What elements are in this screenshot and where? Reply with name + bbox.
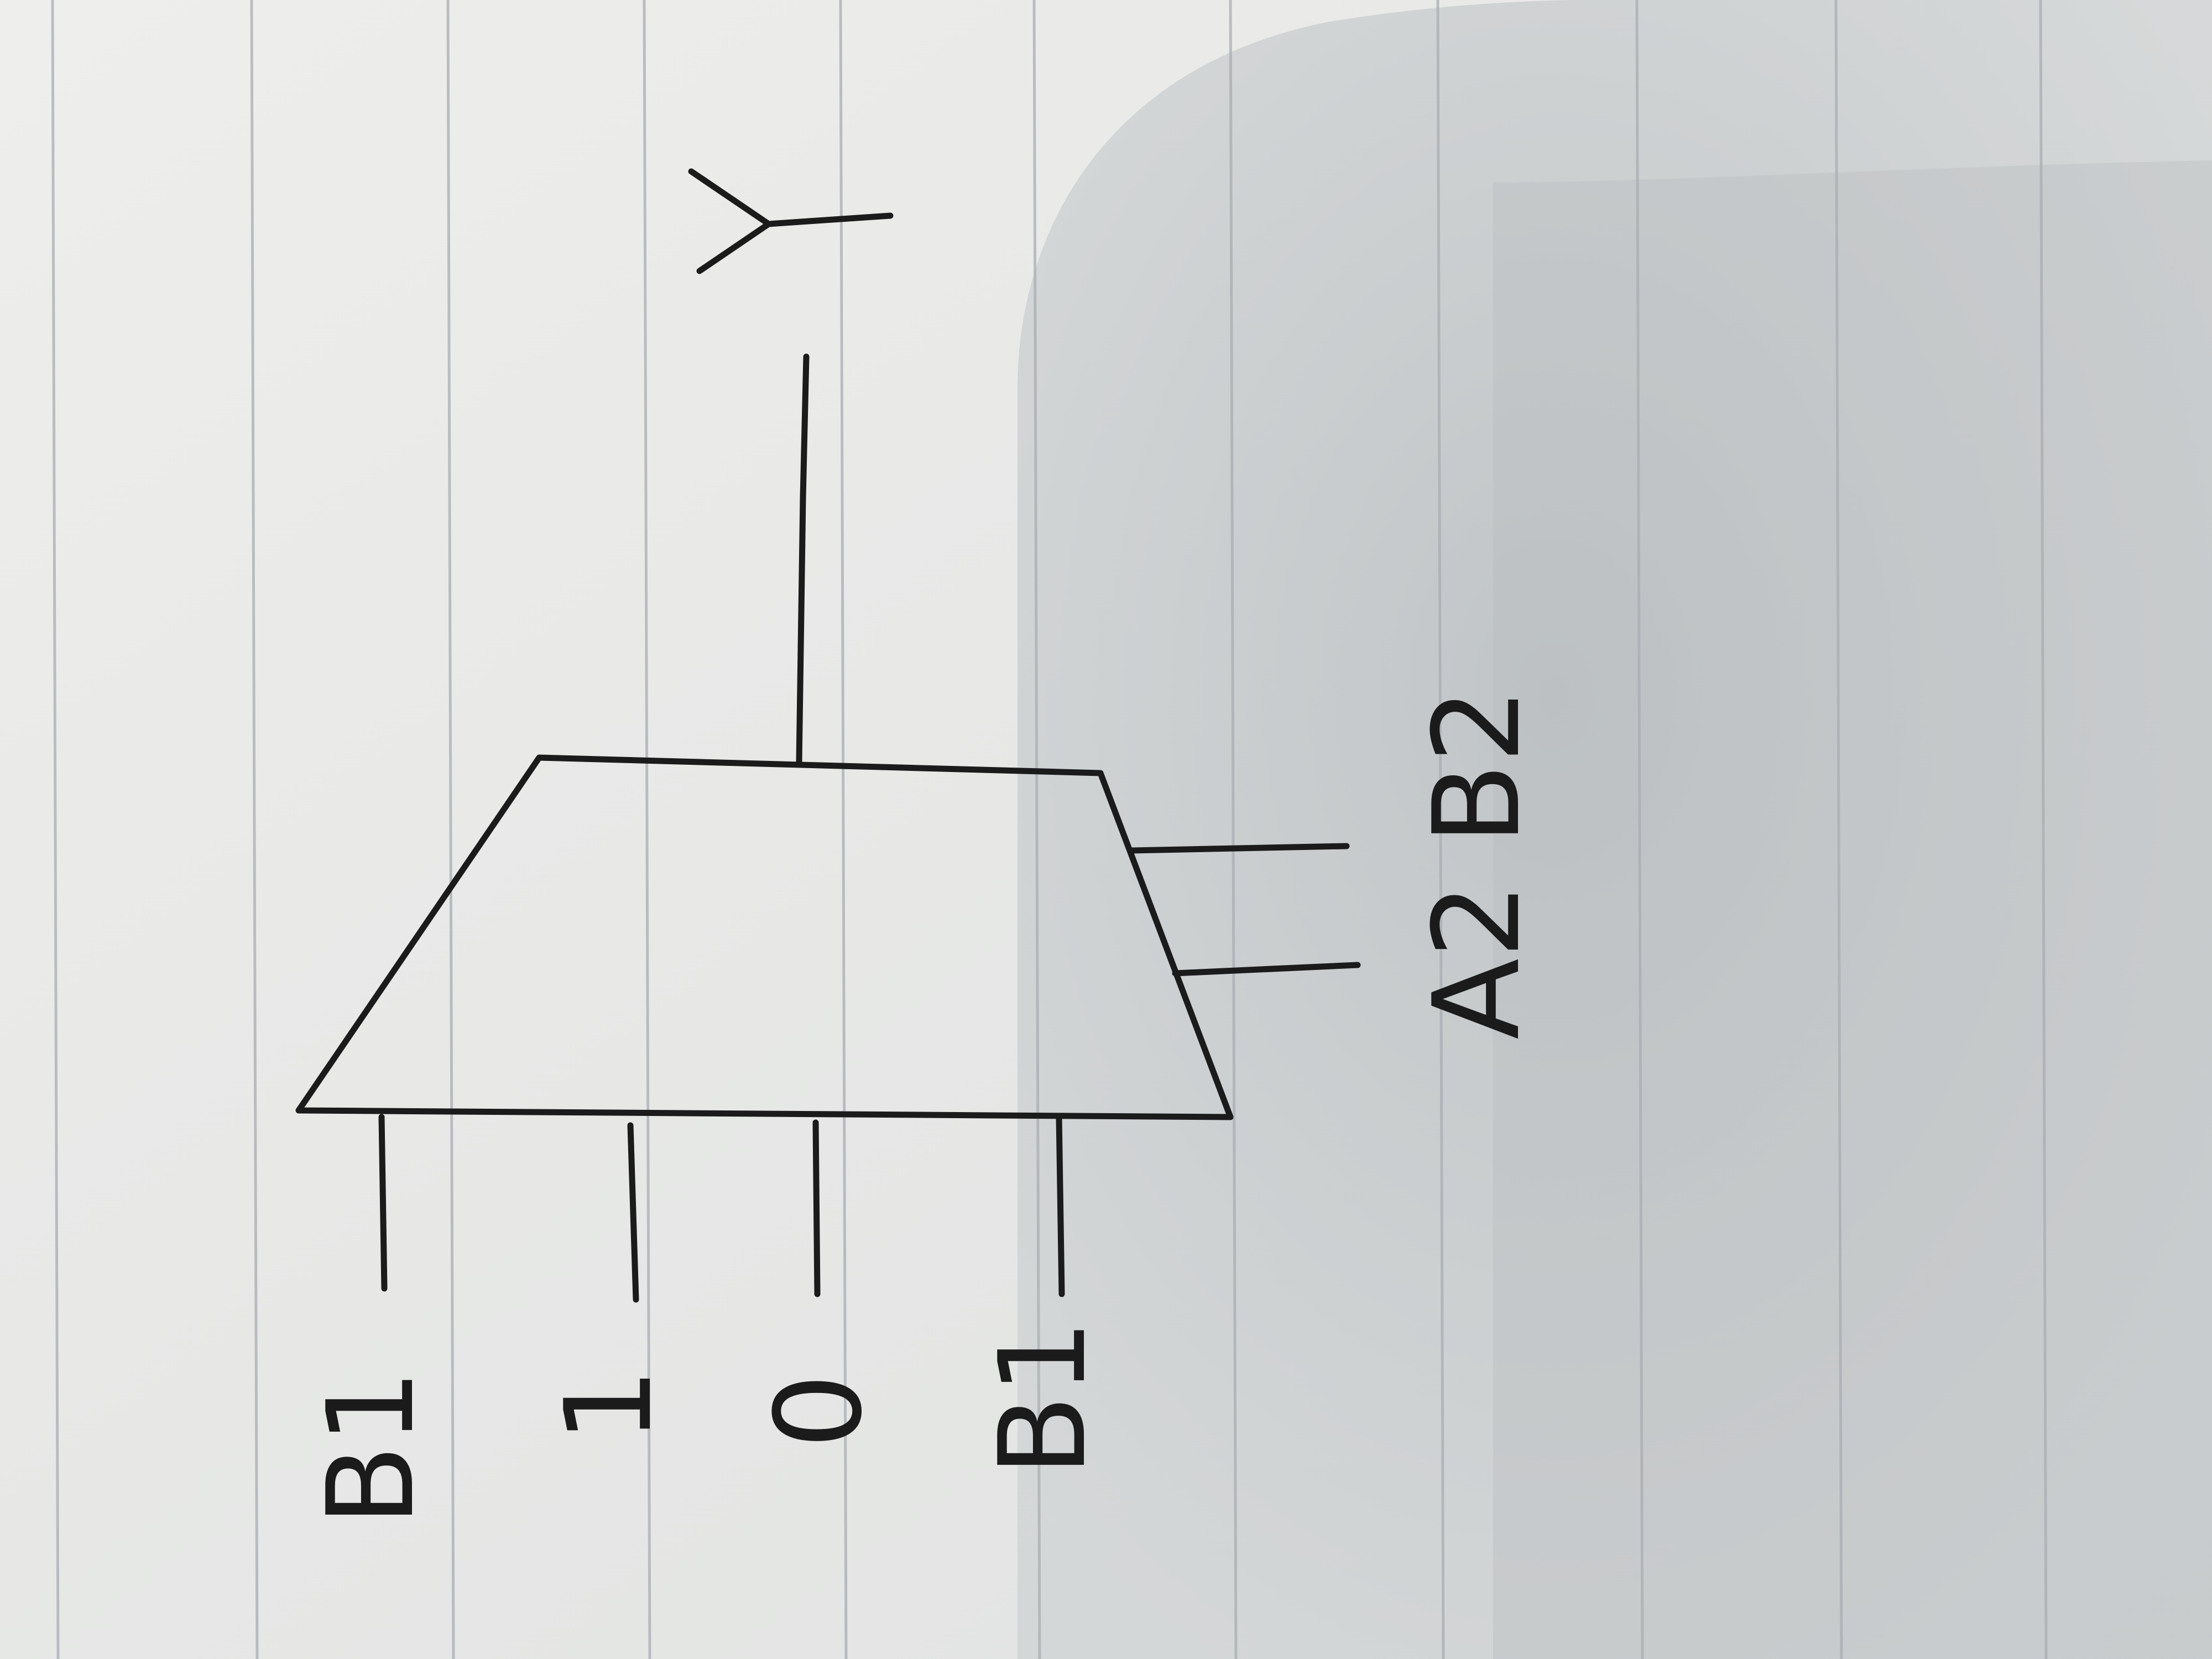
rule-line	[51, 0, 60, 1659]
rule-line	[1635, 0, 1644, 1659]
rule-line	[1834, 0, 1843, 1659]
rule-line	[1436, 0, 1445, 1659]
rule-line	[839, 0, 848, 1659]
rule-line	[643, 0, 651, 1659]
ruled-lines	[51, 0, 2048, 1659]
data-input-wire-0	[812, 1119, 821, 1297]
rule-line	[1032, 0, 1041, 1659]
data-input-label-b1-bottom: B1	[973, 1319, 1112, 1477]
rule-line	[446, 0, 455, 1659]
data-input-label-b1-top: B1	[301, 1369, 440, 1526]
output-wire	[796, 353, 810, 765]
camera-shadow-lower	[1493, 160, 2212, 1659]
rule-line	[250, 0, 259, 1659]
select-label: A2 B2	[1407, 688, 1546, 1040]
data-input-wire-b1-top	[378, 1114, 388, 1292]
camera-shadow	[1018, 0, 2212, 1659]
data-input-label-0: 0	[749, 1373, 888, 1449]
data-input-label-1: 1	[539, 1368, 678, 1443]
select-wire-b2	[1128, 843, 1350, 854]
select-wire-a2	[1172, 962, 1361, 977]
rule-line	[2039, 0, 2048, 1659]
mux-body	[295, 754, 1234, 1120]
output-label-y-glyph	[688, 168, 894, 274]
data-input-wire-b1-bottom	[1056, 1114, 1065, 1297]
data-input-wire-1	[627, 1122, 639, 1303]
rule-line	[1229, 0, 1238, 1659]
